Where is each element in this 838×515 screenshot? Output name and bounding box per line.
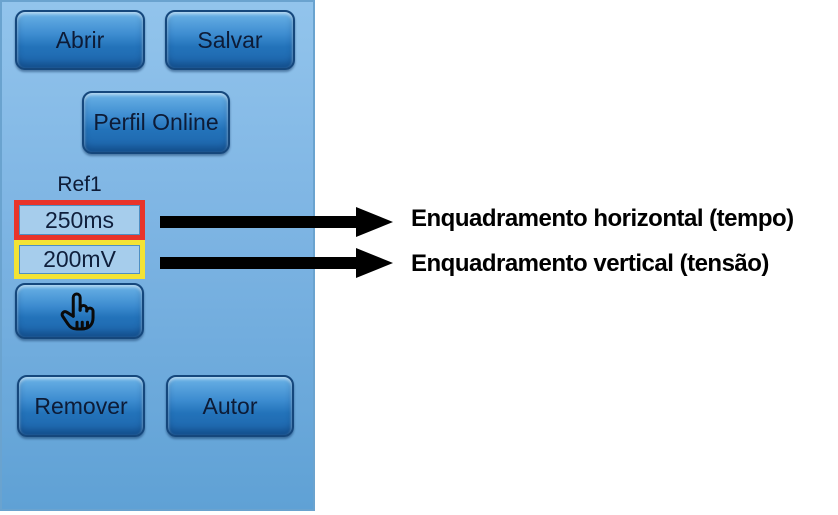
vertical-annotation-label: Enquadramento vertical (tensão): [411, 250, 769, 277]
horizontal-scale-field[interactable]: 250ms: [19, 205, 140, 235]
perfil-online-button[interactable]: Perfil Online: [82, 91, 230, 154]
ref1-label: Ref1: [57, 173, 102, 196]
remover-button[interactable]: Remover: [17, 375, 145, 437]
hand-pointer-icon: [60, 292, 95, 331]
vertical-scale-field[interactable]: 200mV: [19, 245, 140, 274]
hand-select-button[interactable]: [15, 283, 144, 339]
control-panel: Abrir Salvar Perfil Online Ref1 250ms 20…: [0, 0, 315, 511]
abrir-button[interactable]: Abrir: [15, 10, 145, 70]
horizontal-annotation-label: Enquadramento horizontal (tempo): [411, 205, 794, 232]
vertical-scale-highlight-box: 200mV: [14, 240, 145, 279]
horizontal-annotation-arrow: [160, 207, 393, 237]
vertical-annotation-arrow: [160, 248, 393, 278]
salvar-button[interactable]: Salvar: [165, 10, 295, 70]
horizontal-scale-highlight-box: 250ms: [14, 200, 145, 240]
autor-button[interactable]: Autor: [166, 375, 294, 437]
